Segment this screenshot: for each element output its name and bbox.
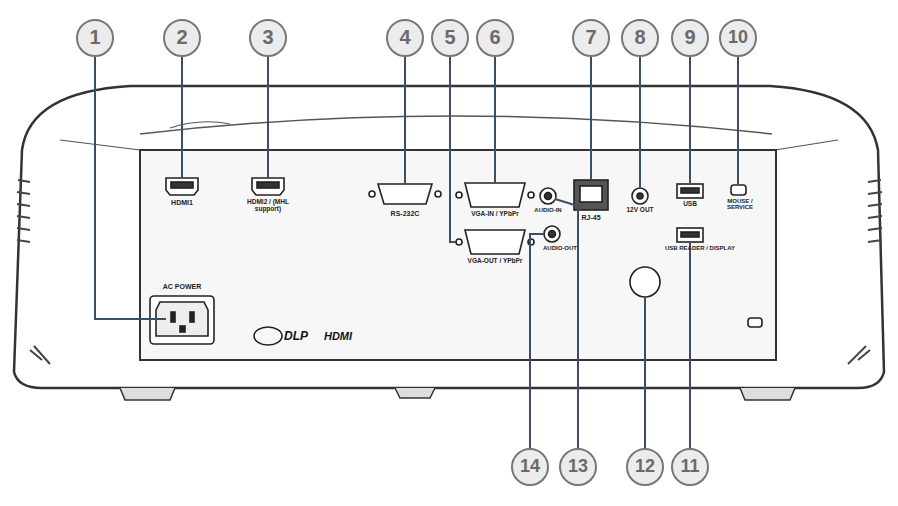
usb-port <box>677 228 703 242</box>
port-label: HDMI2 / (MHL support) <box>242 199 294 213</box>
callout-circle <box>573 20 609 56</box>
usb-tongue <box>681 232 699 237</box>
rj45-port <box>574 180 608 210</box>
leader-line <box>494 56 496 183</box>
audio-jack <box>540 188 556 204</box>
callout-circles <box>77 20 756 485</box>
dc-jack <box>632 188 648 204</box>
leader-line <box>404 56 406 184</box>
port-label: VGA-IN / YPbPr <box>455 211 535 218</box>
leader-line <box>689 242 691 449</box>
vga-out-port <box>465 230 525 254</box>
callout-number: 10 <box>720 28 756 47</box>
hdmi-pin <box>171 182 193 188</box>
callout-circle <box>512 449 548 485</box>
screw <box>369 191 375 197</box>
port-label: AC POWER <box>152 283 212 290</box>
callout-number: 9 <box>672 27 708 48</box>
port-label: AUDIO-OUT <box>538 245 582 251</box>
lid-detail <box>170 122 230 128</box>
screw <box>528 192 534 198</box>
callout-circle <box>432 20 468 56</box>
rear-panel <box>140 150 776 360</box>
ir-receiver <box>630 267 660 297</box>
callout-circle <box>672 20 708 56</box>
screw <box>435 191 441 197</box>
callout-circle <box>387 20 423 56</box>
callout-circle <box>560 449 596 485</box>
leader-line <box>689 56 691 184</box>
port-label: RS-232C <box>380 210 430 217</box>
port-label: USB <box>675 201 705 208</box>
port-label: VGA-OUT / YPbPr <box>455 258 535 265</box>
callout-number: 13 <box>560 457 596 476</box>
callout-number: 3 <box>250 27 286 48</box>
vga-in-port <box>465 183 525 207</box>
lid-edge <box>140 116 772 134</box>
leader-line <box>181 56 183 178</box>
ac-pin <box>180 326 185 332</box>
leader-line <box>737 56 739 185</box>
callout-number: 12 <box>627 457 663 476</box>
callout-number: 11 <box>672 457 708 476</box>
port-label: DLP <box>278 330 314 343</box>
mini-usb-port <box>731 185 746 195</box>
leader-line <box>267 56 269 178</box>
port-label: HDMI1 <box>162 199 202 206</box>
ac-pin <box>171 312 175 322</box>
callout-number: 14 <box>512 457 548 476</box>
callout-circle <box>672 449 708 485</box>
callout-circle <box>164 20 200 56</box>
callout-number: 4 <box>387 27 423 48</box>
audio-jack <box>544 226 560 242</box>
audio-jack-hole <box>545 193 552 200</box>
leader-line <box>639 56 641 188</box>
screw <box>456 192 462 198</box>
port-label: 12V OUT <box>618 207 662 214</box>
callout-circle <box>77 20 113 56</box>
callout-number: 2 <box>164 27 200 48</box>
callout-number: 7 <box>573 27 609 48</box>
callout-circle <box>477 20 513 56</box>
rs232-port <box>378 184 432 204</box>
callout-number: 8 <box>622 27 658 48</box>
callout-number: 1 <box>77 27 113 48</box>
leader-line <box>644 297 646 449</box>
leader-lines <box>95 56 738 449</box>
audio-jack-hole <box>549 231 556 238</box>
dc-jack-hole <box>637 193 643 199</box>
dlp-logo-mark <box>254 327 282 345</box>
hdmi-port <box>166 178 198 195</box>
port-label: USB READER / DISPLAY <box>655 245 745 251</box>
leader-line <box>555 199 578 449</box>
callout-circle <box>627 449 663 485</box>
kensington-slot <box>748 318 762 327</box>
leader-line <box>590 56 592 180</box>
hdmi-port <box>252 178 284 195</box>
usb-tongue <box>681 188 699 193</box>
foot <box>120 388 795 400</box>
usb-port <box>677 184 703 198</box>
rj45-socket <box>580 186 602 202</box>
leader-line <box>450 56 456 242</box>
leader-line <box>530 234 544 449</box>
callout-circle <box>720 20 756 56</box>
leader-line <box>95 56 166 319</box>
callout-circle <box>622 20 658 56</box>
port-label: HDMI <box>318 331 358 343</box>
callout-number: 6 <box>477 27 513 48</box>
ac-pin <box>190 312 194 322</box>
port-label: AUDIO-IN <box>526 207 570 213</box>
callout-circle <box>250 20 286 56</box>
hdmi-pin <box>257 182 279 188</box>
screw <box>456 239 462 245</box>
port-label: RJ-45 <box>571 214 611 221</box>
callout-number: 5 <box>432 27 468 48</box>
port-label: MOUSE / SERVICE <box>721 198 759 211</box>
ports <box>150 178 762 345</box>
